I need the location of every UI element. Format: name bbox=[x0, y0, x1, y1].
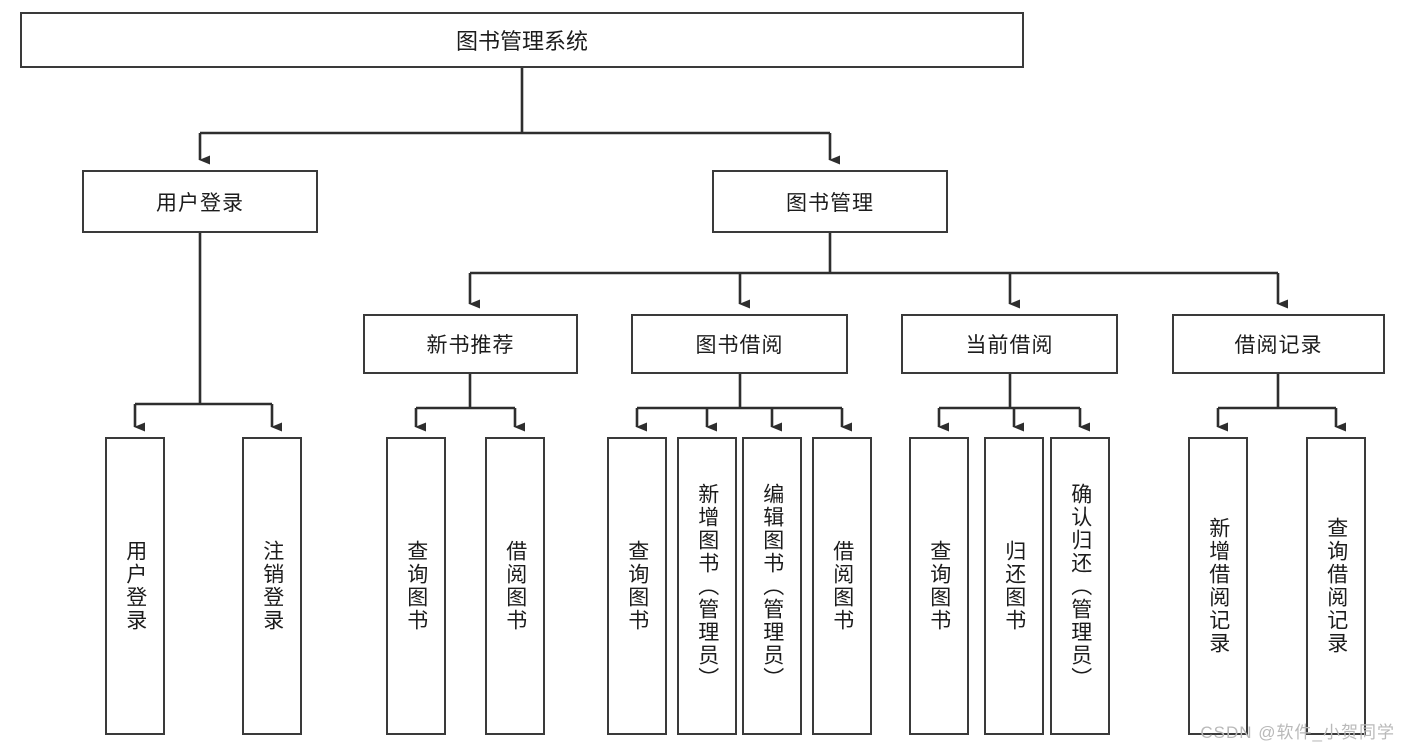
leaf-label: 用户登录 bbox=[123, 540, 147, 632]
leaf-query-borrow-record[interactable]: 查询借阅记录 bbox=[1306, 437, 1366, 735]
leaf-label: 注销登录 bbox=[260, 540, 284, 632]
leaf-label: 查询图书 bbox=[404, 540, 428, 632]
node-new-book-recommend[interactable]: 新书推荐 bbox=[363, 314, 578, 374]
node-new-book-recommend-label: 新书推荐 bbox=[426, 334, 515, 357]
leaf-label: 借阅图书 bbox=[503, 540, 527, 632]
leaf-label: 查询图书 bbox=[625, 540, 649, 632]
leaf-borrow-book-recommend[interactable]: 借阅图书 bbox=[485, 437, 545, 735]
node-book-management-label: 图书管理 bbox=[786, 191, 874, 215]
leaf-label: 借阅图书 bbox=[830, 540, 854, 632]
leaf-label: 查询借阅记录 bbox=[1324, 517, 1348, 655]
leaf-label: 编辑图书（管理员） bbox=[760, 482, 784, 690]
leaf-query-book-borrow[interactable]: 查询图书 bbox=[607, 437, 667, 735]
node-current-borrow[interactable]: 当前借阅 bbox=[901, 314, 1118, 374]
node-user-login-label: 用户登录 bbox=[156, 191, 244, 215]
node-root-label: 图书管理系统 bbox=[455, 29, 588, 54]
leaf-label: 新增借阅记录 bbox=[1206, 517, 1230, 655]
leaf-add-book-admin[interactable]: 新增图书（管理员） bbox=[677, 437, 737, 735]
leaf-confirm-return-admin[interactable]: 确认归还（管理员） bbox=[1050, 437, 1110, 735]
node-current-borrow-label: 当前借阅 bbox=[965, 334, 1054, 357]
node-user-login[interactable]: 用户登录 bbox=[82, 170, 318, 233]
leaf-edit-book-admin[interactable]: 编辑图书（管理员） bbox=[742, 437, 802, 735]
watermark: CSDN @软件_小贺同学 bbox=[1200, 723, 1395, 742]
node-root[interactable]: 图书管理系统 bbox=[20, 12, 1024, 68]
node-borrow-record-label: 借阅记录 bbox=[1234, 334, 1323, 357]
leaf-query-book-recommend[interactable]: 查询图书 bbox=[386, 437, 446, 735]
node-book-borrow[interactable]: 图书借阅 bbox=[631, 314, 848, 374]
leaf-user-login[interactable]: 用户登录 bbox=[105, 437, 165, 735]
leaf-borrow-book[interactable]: 借阅图书 bbox=[812, 437, 872, 735]
leaf-query-book-current[interactable]: 查询图书 bbox=[909, 437, 969, 735]
leaf-label: 归还图书 bbox=[1002, 540, 1026, 632]
leaf-return-book[interactable]: 归还图书 bbox=[984, 437, 1044, 735]
leaf-label: 确认归还（管理员） bbox=[1068, 482, 1092, 690]
leaf-label: 查询图书 bbox=[927, 540, 951, 632]
node-book-management[interactable]: 图书管理 bbox=[712, 170, 948, 233]
leaf-logout[interactable]: 注销登录 bbox=[242, 437, 302, 735]
leaf-label: 新增图书（管理员） bbox=[695, 482, 719, 690]
node-book-borrow-label: 图书借阅 bbox=[695, 334, 784, 357]
leaf-add-borrow-record[interactable]: 新增借阅记录 bbox=[1188, 437, 1248, 735]
node-borrow-record[interactable]: 借阅记录 bbox=[1172, 314, 1385, 374]
